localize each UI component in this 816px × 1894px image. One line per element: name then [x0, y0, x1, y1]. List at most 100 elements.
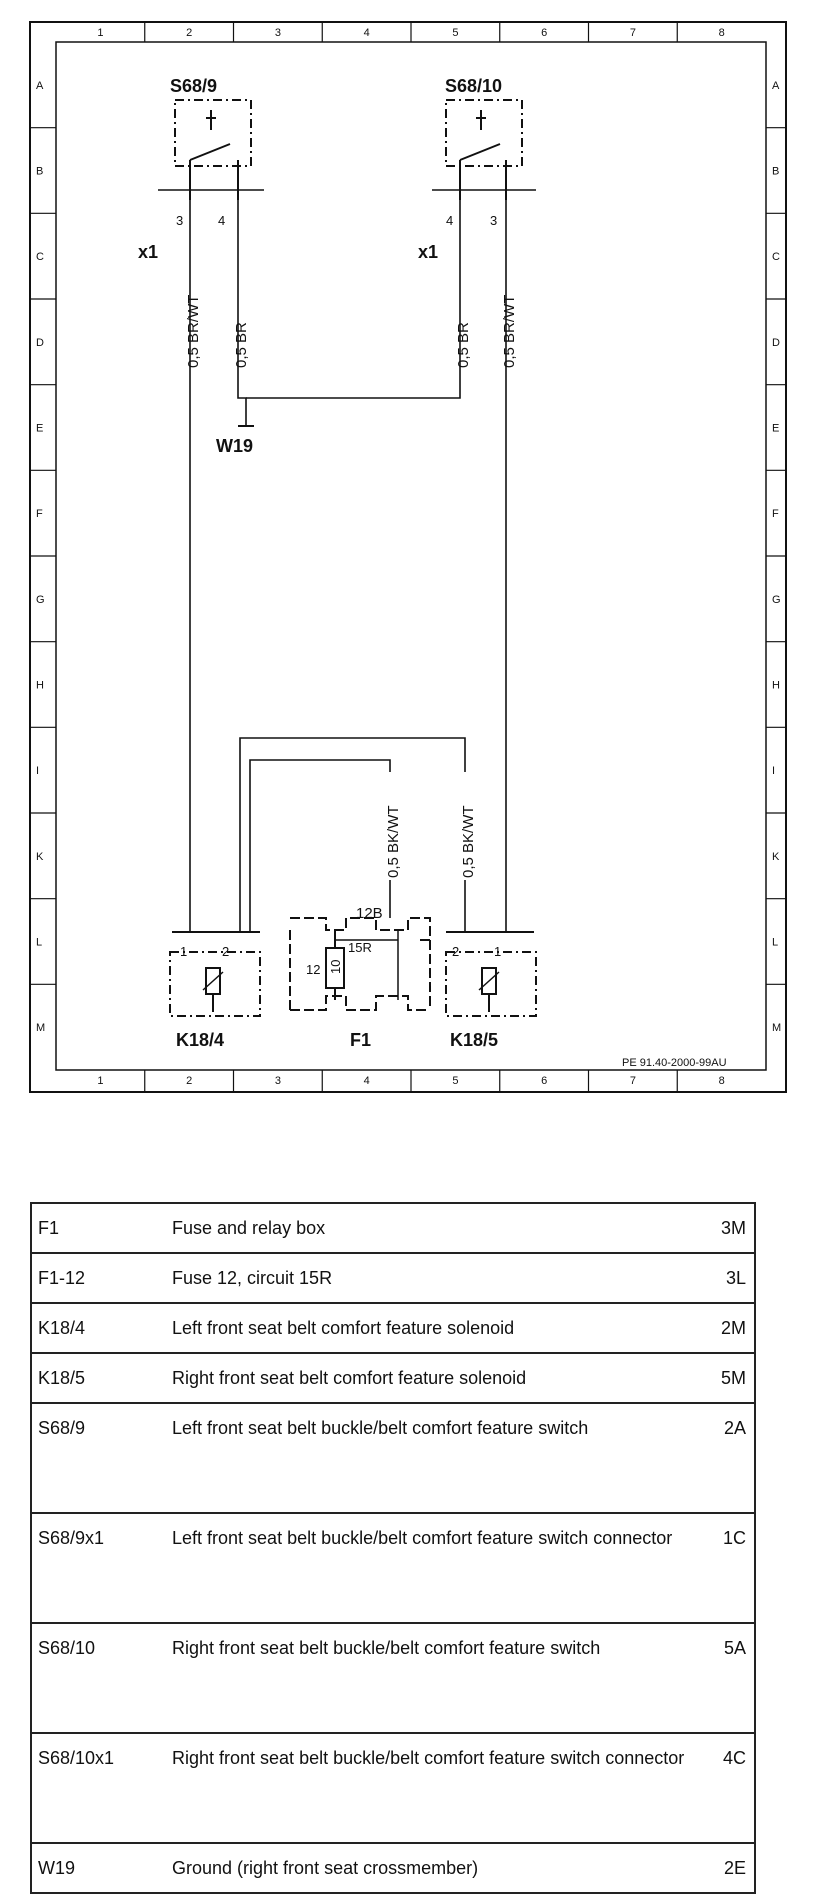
top-column-label-4: 4: [364, 27, 370, 39]
left-row-label-E: E: [36, 423, 43, 435]
legend-code: W19: [30, 1842, 164, 1894]
schematic-frame: [29, 21, 787, 1093]
left-row-label-A: A: [36, 80, 44, 92]
legend-description: Right front seat belt buckle/belt comfor…: [164, 1732, 698, 1844]
right-row-label-D: D: [772, 337, 780, 349]
k18-5-pin-left: 2: [452, 944, 459, 959]
switch-s68-9: [158, 99, 264, 200]
wire-label-br-wt-right: 0,5 BR/WT: [501, 295, 518, 368]
left-row-label-F: F: [36, 508, 43, 520]
wire-label-br-right: 0,5 BR: [455, 322, 472, 368]
legend-code: S68/10: [30, 1622, 164, 1734]
right-row-label-C: C: [772, 251, 780, 263]
s68-9-pin-left: 3: [176, 213, 183, 228]
legend-code: F1-12: [30, 1252, 164, 1304]
left-row-label-C: C: [36, 251, 44, 263]
k18-4-label: K18/4: [176, 1030, 224, 1050]
legend-code: S68/9x1: [30, 1512, 164, 1624]
k18-5-pin-right: 1: [494, 944, 501, 959]
legend-location: 5M: [698, 1352, 756, 1404]
left-row-label-L: L: [36, 937, 42, 949]
top-column-label-2: 2: [186, 27, 192, 39]
k18-4-pin-left: 1: [180, 944, 187, 959]
bottom-column-label-1: 1: [97, 1075, 103, 1087]
legend-description: Fuse and relay box: [164, 1202, 698, 1254]
left-row-label-B: B: [36, 166, 43, 178]
bottom-column-label-3: 3: [275, 1075, 281, 1087]
legend-description: Left front seat belt buckle/belt comfort…: [164, 1402, 698, 1514]
legend-location: 2E: [698, 1842, 756, 1894]
legend-location: 2A: [698, 1402, 756, 1514]
left-row-label-G: G: [36, 594, 45, 606]
reference-code: PE 91.40-2000-99AU: [622, 1057, 727, 1069]
right-row-label-G: G: [772, 594, 781, 606]
s68-9-pin-right: 4: [218, 213, 225, 228]
k18-5-label: K18/5: [450, 1030, 498, 1050]
f1-terminal: 12B: [356, 905, 383, 922]
legend-code: S68/9: [30, 1402, 164, 1514]
bottom-column-label-7: 7: [630, 1075, 636, 1087]
top-column-label-6: 6: [541, 27, 547, 39]
right-row-label-L: L: [772, 937, 778, 949]
legend-location: 3L: [698, 1252, 756, 1304]
wire-label-br-left: 0,5 BR: [233, 322, 250, 368]
solenoid-k18-4: [169, 931, 261, 1017]
legend-description: Left front seat belt buckle/belt comfort…: [164, 1512, 698, 1624]
top-column-label-3: 3: [275, 27, 281, 39]
legend-description: Ground (right front seat crossmember): [164, 1842, 698, 1894]
legend-description: Fuse 12, circuit 15R: [164, 1252, 698, 1304]
legend-location: 3M: [698, 1202, 756, 1254]
fuse-box-f1: [289, 917, 431, 1011]
w19-label: W19: [216, 436, 253, 456]
f1-label: F1: [350, 1030, 371, 1050]
bottom-column-label-2: 2: [186, 1075, 192, 1087]
top-column-label-1: 1: [97, 27, 103, 39]
left-row-label-D: D: [36, 337, 44, 349]
f1-fuse-slot: 10: [328, 960, 343, 974]
legend-location: 5A: [698, 1622, 756, 1734]
legend-location: 2M: [698, 1302, 756, 1354]
s68-9-label: S68/9: [170, 76, 217, 96]
wires: [189, 200, 507, 932]
legend-location: 1C: [698, 1512, 756, 1624]
bottom-column-label-6: 6: [541, 1075, 547, 1087]
legend-description: Left front seat belt comfort feature sol…: [164, 1302, 698, 1354]
top-column-label-5: 5: [452, 27, 458, 39]
right-row-label-A: A: [772, 80, 780, 92]
right-row-label-F: F: [772, 508, 779, 520]
top-column-label-7: 7: [630, 27, 636, 39]
f1-fuse-number: 12: [306, 962, 320, 977]
x1-connector-left-label: x1: [138, 242, 158, 262]
left-row-label-I: I: [36, 765, 39, 777]
s68-10-pin-left: 4: [446, 213, 453, 228]
left-row-label-K: K: [36, 851, 44, 863]
legend-code: F1: [30, 1202, 164, 1254]
left-row-label-M: M: [36, 1022, 45, 1034]
left-row-label-H: H: [36, 680, 44, 692]
f1-circuit: 15R: [348, 940, 372, 955]
right-row-label-B: B: [772, 166, 779, 178]
switch-s68-10: [432, 99, 536, 200]
wire-label-br-wt-left: 0,5 BR/WT: [185, 295, 202, 368]
legend-description: Right front seat belt comfort feature so…: [164, 1352, 698, 1404]
top-column-label-8: 8: [719, 27, 725, 39]
legend-code: S68/10x1: [30, 1732, 164, 1844]
k18-4-pin-right: 2: [222, 944, 229, 959]
wire-label-bk-wt-left: 0,5 BK/WT: [385, 805, 402, 878]
right-row-label-H: H: [772, 680, 780, 692]
legend-code: K18/4: [30, 1302, 164, 1354]
solenoid-k18-5: [445, 931, 537, 1017]
right-row-label-M: M: [772, 1022, 781, 1034]
wire-label-bk-wt-right: 0,5 BK/WT: [460, 805, 477, 878]
legend-code: K18/5: [30, 1352, 164, 1404]
